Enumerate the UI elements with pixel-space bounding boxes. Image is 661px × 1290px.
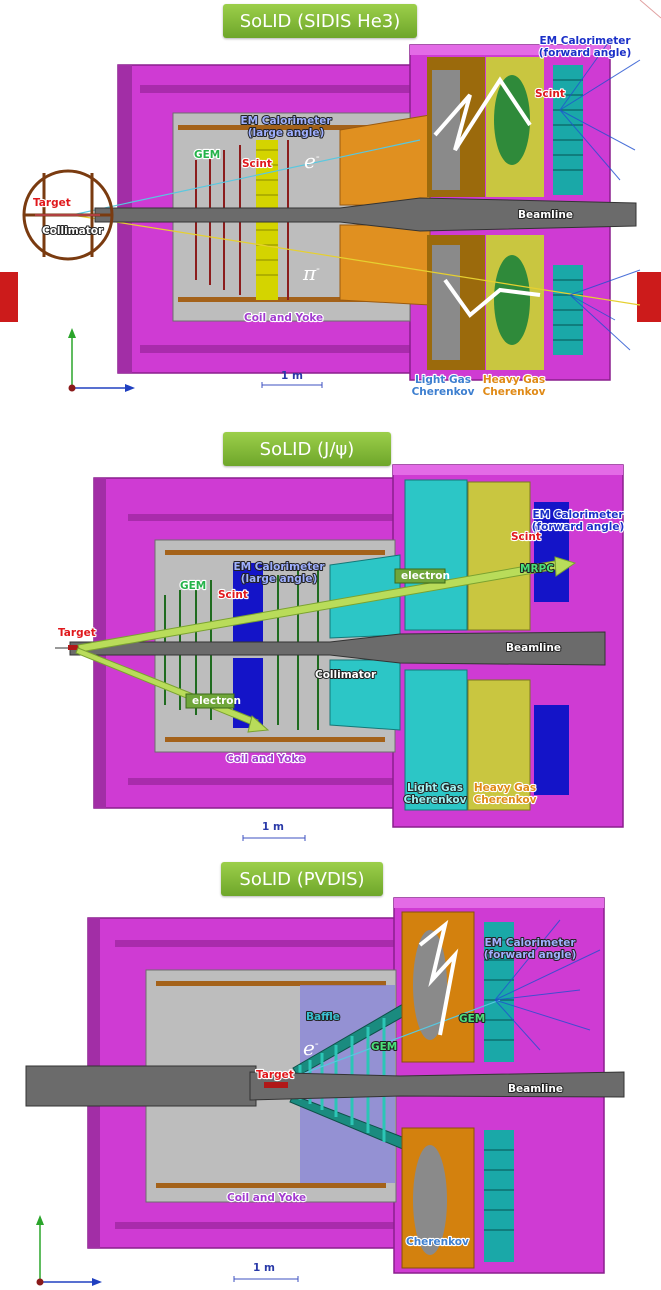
light-gas-cherenkov-upper: [404, 479, 468, 631]
label-scint-forward: Scint: [535, 88, 565, 100]
label-baffle: Baffle: [306, 1011, 340, 1023]
edge-marker-left: [0, 272, 18, 322]
label-em-cal-forward: EM Calorimeter(forward angle): [484, 937, 577, 961]
label-beamline: Beamline: [508, 1083, 563, 1095]
label-collimator: Collimator: [315, 669, 377, 681]
label-gem: GEM: [180, 580, 206, 592]
panel-pvdis: SoLID (PVDIS): [0, 850, 661, 1290]
label-beamline: Beamline: [518, 209, 573, 221]
label-coil-yoke: Coil and Yoke: [227, 1192, 306, 1204]
label-mrpc: MRPC: [520, 563, 554, 575]
target-chamber: [22, 169, 114, 261]
label-scale: 1 m: [253, 1262, 275, 1274]
label-coil-yoke: Coil and Yoke: [244, 312, 323, 324]
target-cell: [68, 645, 80, 650]
panel-title: SoLID (PVDIS): [221, 862, 383, 896]
label-electron: e-: [304, 149, 320, 173]
panel-sidis: SoLID (SIDIS He3): [0, 0, 661, 420]
label-collimator: Collimator: [42, 225, 104, 237]
beamline-pipe: [25, 1065, 257, 1107]
label-gem: GEM: [194, 149, 220, 161]
label-scale: 1 m: [262, 821, 284, 833]
label-gem: GEM: [371, 1041, 397, 1053]
label-electron: e-: [303, 1036, 319, 1060]
detector-diagram-jpsi: EM Calorimeter(forward angle) Scint MRPC…: [55, 464, 625, 841]
panel-jpsi: SoLID (J/ψ): [0, 420, 661, 850]
edge-marker-right: [637, 272, 661, 322]
label-em-cal-large: EM Calorimeter(large angle): [233, 561, 325, 585]
heavy-gas-cherenkov-upper: [467, 481, 531, 631]
label-em-cal-forward: EM Calorimeter(forward angle): [532, 509, 625, 533]
beamline-pipe: [94, 197, 637, 232]
electron-box-lower: [185, 693, 235, 709]
label-target: Target: [256, 1069, 294, 1081]
label-gem-forward: GEM: [459, 1013, 485, 1025]
heavy-gas-cherenkov-lower: [467, 679, 531, 811]
detector-diagram-sidis: EM Calorimeter(forward angle) Scint EM C…: [0, 0, 661, 399]
label-scint-forward: Scint: [511, 531, 541, 543]
label-pion: π-: [302, 261, 320, 285]
cone-upper: [339, 114, 431, 206]
panel-title: SoLID (J/ψ): [223, 432, 391, 466]
label-electron-box-upper: electron: [401, 570, 450, 582]
label-em-cal-large: EM Calorimeter(large angle): [240, 115, 332, 139]
target-cell: [264, 1082, 288, 1088]
ecal-forward-upper: [534, 502, 569, 602]
axes-indicator: [68, 328, 135, 392]
ecal-forward-upper: [553, 65, 583, 195]
ecal-forward-lower: [484, 1130, 514, 1262]
label-em-cal-forward: EM Calorimeter(forward angle): [539, 35, 632, 59]
axes-indicator: [36, 1215, 102, 1286]
label-scale: 1 m: [281, 370, 303, 382]
ecal-forward-lower: [534, 705, 569, 795]
label-target: Target: [33, 197, 71, 209]
light-gas-cherenkov-lower: [404, 669, 468, 811]
label-electron-box-lower: electron: [192, 695, 241, 707]
electron-box-upper: [394, 568, 446, 584]
ecal-forward-upper: [484, 922, 514, 1062]
label-scint: Scint: [218, 589, 248, 601]
label-target: Target: [58, 627, 96, 639]
scale-bar: [261, 382, 323, 388]
label-beamline: Beamline: [506, 642, 561, 654]
scale-bar: [233, 1276, 299, 1282]
beamline-pipe: [69, 631, 606, 666]
detector-diagram-pvdis: EM Calorimeter(forward angle) GEM Baffle…: [25, 897, 625, 1286]
scale-bar: [242, 835, 306, 841]
label-coil-yoke: Coil and Yoke: [226, 753, 305, 765]
label-cherenkov: Cherenkov: [406, 1236, 469, 1248]
panel-title: SoLID (SIDIS He3): [223, 4, 417, 38]
ecal-large-upper: [233, 563, 263, 653]
label-scint: Scint: [242, 158, 272, 170]
